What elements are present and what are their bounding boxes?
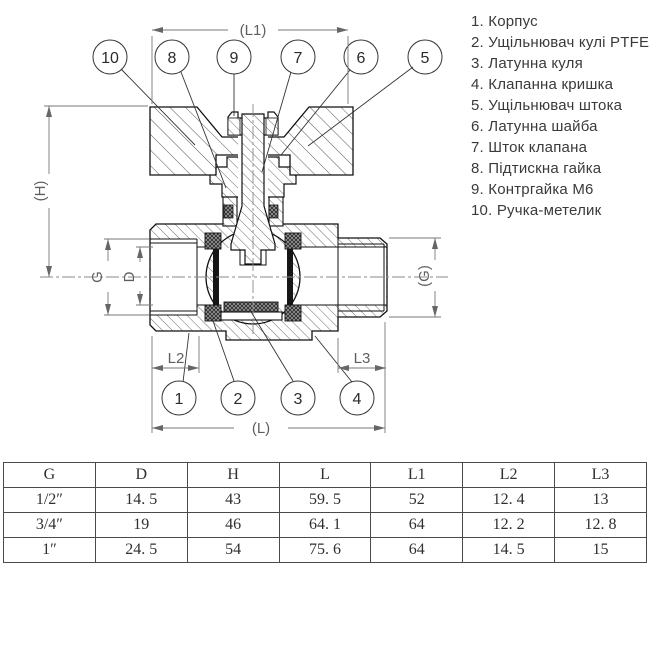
table-header-row: G D H L L1 L2 L3 (3, 462, 647, 488)
cell: 43 (186, 487, 280, 513)
cell: 64 (370, 537, 464, 563)
col-header-h: H (186, 462, 280, 488)
balloon-3: 3 (294, 391, 303, 408)
col-header-l1: L1 (370, 462, 464, 488)
cell: 14. 5 (462, 537, 556, 563)
cell: 64 (370, 512, 464, 538)
table-row: 1/2″ 14. 5 43 59. 5 52 12. 4 13 (3, 487, 647, 513)
cell: 52 (370, 487, 464, 513)
col-header-l: L (278, 462, 372, 488)
cell: 13 (554, 487, 647, 513)
balloon-2: 2 (234, 391, 243, 408)
part-item-10: 10. Ручка-метелик (471, 202, 602, 219)
cell: 19 (94, 512, 188, 538)
cell: 64. 1 (278, 512, 372, 538)
col-header-g: G (3, 462, 96, 488)
col-header-l2: L2 (462, 462, 556, 488)
balloon-4: 4 (353, 391, 362, 408)
part-item-7: 7. Шток клапана (471, 139, 588, 156)
dim-l2: L2 (168, 350, 185, 367)
dimension-table: G D H L L1 L2 L3 1/2″ 14. 5 43 59. 5 52 … (3, 462, 647, 563)
cell: 75. 6 (278, 537, 372, 563)
dim-l: (L) (252, 420, 270, 437)
cell: 1″ (3, 537, 96, 563)
parts-list: 1. Корпус 2. Ущільнювач кулі PTFE 3. Лат… (471, 11, 650, 221)
cell: 12. 4 (462, 487, 556, 513)
dim-g-left: G (89, 271, 106, 283)
balloon-10: 10 (101, 50, 119, 67)
balloon-1: 1 (175, 391, 184, 408)
part-item-1: 1. Корпус (471, 13, 538, 30)
centerlines (40, 104, 448, 334)
dim-h: (H) (32, 181, 49, 202)
dim-g-right: (G) (416, 265, 433, 287)
table-row: 3/4″ 19 46 64. 1 64 12. 2 12. 8 (3, 512, 647, 538)
part-item-8: 8. Підтискна гайка (471, 160, 602, 177)
part-item-6: 6. Латунна шайба (471, 118, 598, 135)
cell: 12. 8 (554, 512, 647, 538)
dim-d: D (121, 271, 138, 282)
cell: 14. 5 (94, 487, 188, 513)
part-item-3: 3. Латунна куля (471, 55, 583, 72)
dimension-labels: (L1) (H) G D (G) L2 L3 (L) (32, 22, 433, 437)
part-item-9: 9. Контргайка М6 (471, 181, 594, 198)
part-item-5: 5. Ущільнювач штока (471, 97, 623, 114)
cell: 24. 5 (94, 537, 188, 563)
balloon-7: 7 (294, 50, 303, 67)
cell: 1/2″ (3, 487, 96, 513)
dim-l1: (L1) (240, 22, 267, 39)
cell: 15 (554, 537, 647, 563)
part-item-4: 4. Клапанна кришка (471, 76, 614, 93)
stem-seals (223, 204, 279, 219)
cell: 3/4″ (3, 512, 96, 538)
col-header-l3: L3 (554, 462, 647, 488)
dimension-arrows (46, 27, 438, 431)
valve-cross-section-drawing: 10 8 9 7 6 5 1 2 3 4 (32, 22, 448, 437)
cell: 46 (186, 512, 280, 538)
part-item-2: 2. Ущільнювач кулі PTFE (471, 34, 650, 51)
balloon-9: 9 (230, 50, 239, 67)
cell: 59. 5 (278, 487, 372, 513)
balloon-5: 5 (421, 50, 430, 67)
cell: 12. 2 (462, 512, 556, 538)
ptfe-ball-seals (204, 232, 302, 322)
callout-balloons: 10 8 9 7 6 5 1 2 3 4 (92, 39, 443, 416)
balloon-8: 8 (168, 50, 177, 67)
dim-l3: L3 (354, 350, 371, 367)
col-header-d: D (94, 462, 188, 488)
balloon-6: 6 (357, 50, 366, 67)
cell: 54 (186, 537, 280, 563)
table-row: 1″ 24. 5 54 75. 6 64 14. 5 15 (3, 537, 647, 563)
leader-lines (120, 66, 414, 383)
